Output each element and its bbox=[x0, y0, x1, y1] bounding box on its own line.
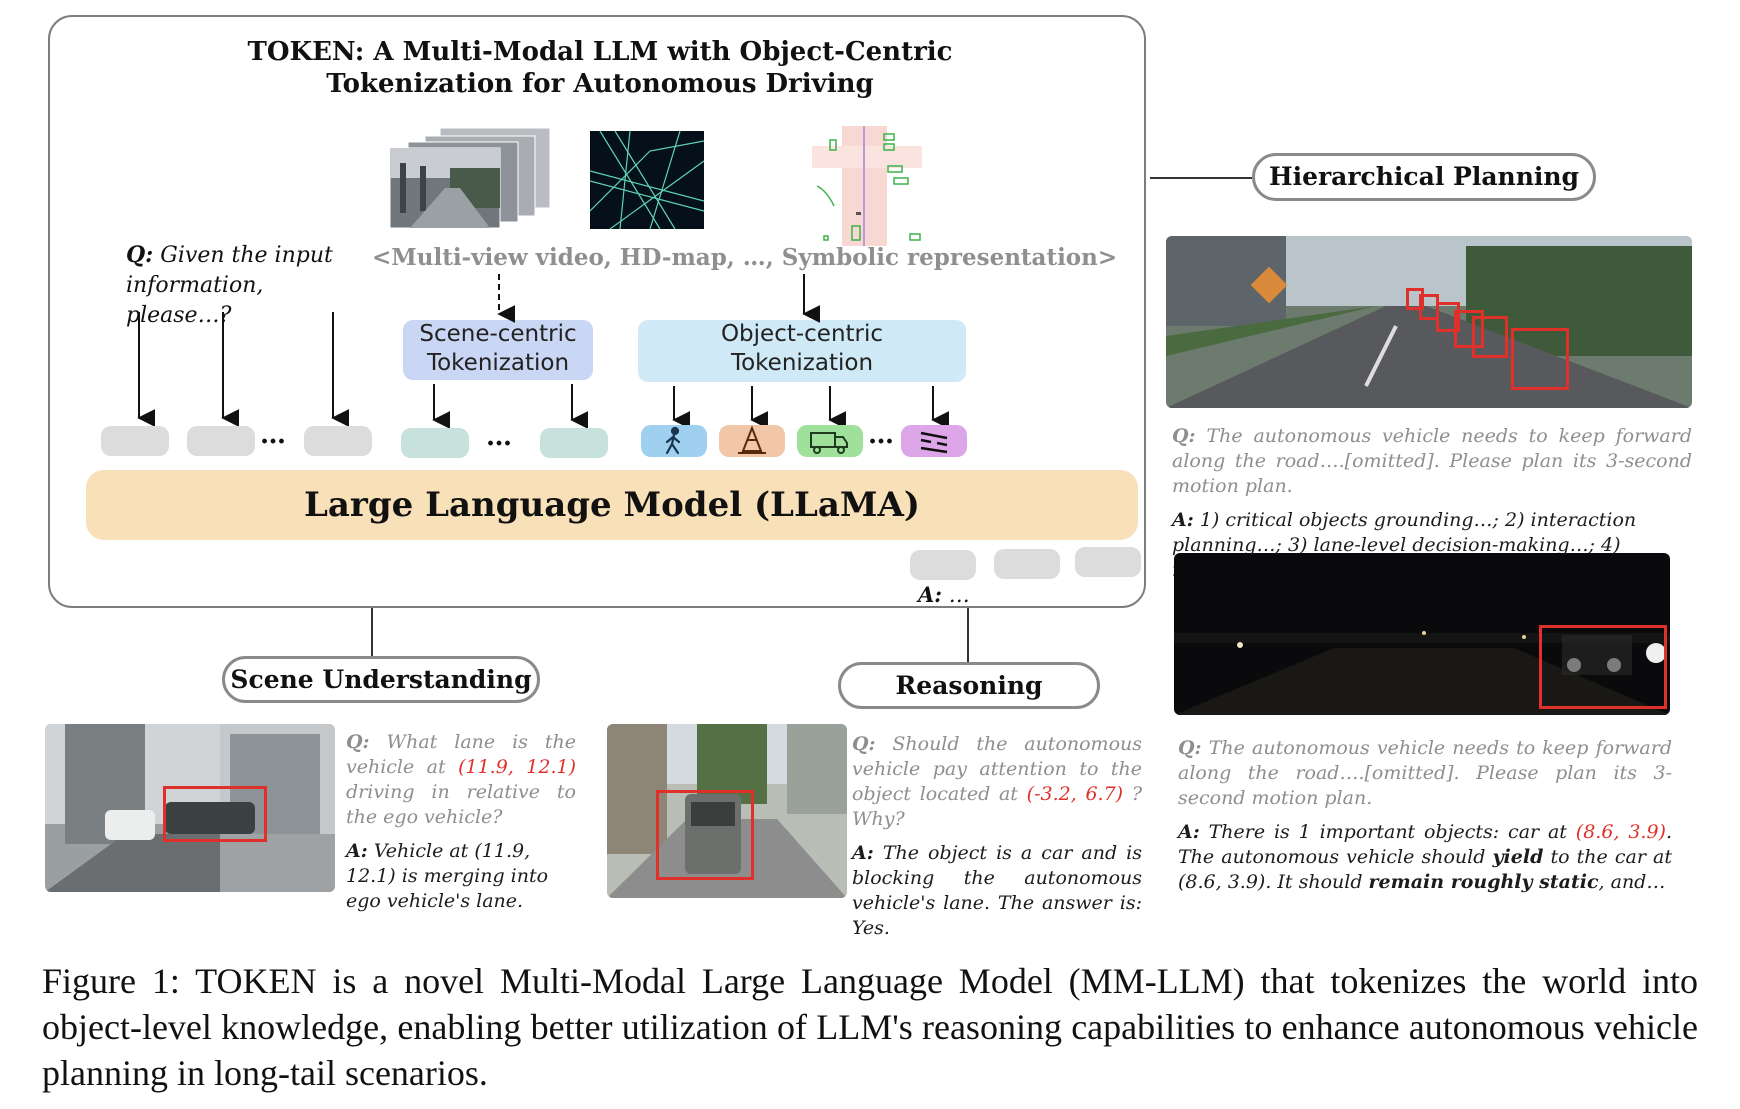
text-token bbox=[304, 426, 372, 456]
truck-token bbox=[797, 425, 863, 457]
planning-photo-night bbox=[1174, 553, 1670, 715]
object-tokenization-line1: Object-centric bbox=[720, 321, 884, 347]
detection-box bbox=[1511, 328, 1569, 390]
detection-box bbox=[656, 790, 754, 880]
token-ellipsis: … bbox=[868, 420, 894, 450]
pedestrian-token bbox=[641, 425, 707, 457]
scene-understanding-photo bbox=[45, 724, 335, 892]
lane-marking-icon bbox=[920, 431, 948, 454]
scene-token bbox=[401, 428, 469, 458]
planning-question-1: Q: The autonomous vehicle needs to keep … bbox=[1172, 425, 1692, 497]
object-tokenization-line2: Tokenization bbox=[730, 350, 874, 376]
reasoning-qa: Q: Should the autonomous vehicle pay att… bbox=[852, 732, 1142, 941]
reasoning-answer: A: The object is a car and is blocking t… bbox=[852, 842, 1142, 939]
lane-token bbox=[901, 425, 967, 457]
output-token bbox=[994, 549, 1060, 579]
reasoning-question: Q: Should the autonomous vehicle pay att… bbox=[852, 733, 1142, 830]
answer-placeholder: A: … bbox=[918, 582, 970, 607]
scene-tokenization-line2: Tokenization bbox=[426, 350, 570, 376]
figure-caption: Figure 1: TOKEN is a novel Multi-Modal L… bbox=[42, 961, 1698, 1093]
cone-token bbox=[719, 425, 785, 457]
hierarchical-planning-label: Hierarchical Planning bbox=[1252, 153, 1596, 201]
symbolic-representation-thumbnail bbox=[812, 126, 922, 246]
scene-tokenization-line1: Scene-centric bbox=[419, 321, 577, 347]
inputs-label: <Multi-view video, HD-map, …, Symbolic r… bbox=[372, 244, 1118, 271]
text-token bbox=[187, 426, 255, 456]
scene-understanding-answer: A: Vehicle at (11.9, 12.1) is merging in… bbox=[346, 840, 549, 912]
text-token bbox=[101, 426, 169, 456]
planning-question-2: Q: The autonomous vehicle needs to keep … bbox=[1178, 737, 1672, 809]
reasoning-photo bbox=[607, 724, 847, 898]
model-frame bbox=[48, 15, 1146, 608]
planning-qa-2: Q: The autonomous vehicle needs to keep … bbox=[1178, 736, 1672, 895]
scene-understanding-question: Q: What lane is the vehicle at (11.9, 12… bbox=[346, 731, 576, 828]
object-centric-tokenization-box: Object-centric Tokenization bbox=[638, 320, 966, 382]
multiview-video-thumbnail bbox=[389, 127, 558, 229]
detection-box bbox=[1406, 288, 1424, 310]
detection-box bbox=[1454, 310, 1484, 348]
detection-box bbox=[1436, 302, 1460, 332]
output-token bbox=[910, 550, 976, 580]
scene-understanding-qa: Q: What lane is the vehicle at (11.9, 12… bbox=[346, 730, 576, 914]
scene-centric-tokenization-box: Scene-centric Tokenization bbox=[403, 320, 593, 380]
diagram-title: TOKEN: A Multi-Modal LLM with Object-Cen… bbox=[247, 37, 953, 99]
planning-photo-day bbox=[1166, 236, 1692, 408]
traffic-cone-icon bbox=[738, 425, 766, 454]
scene-understanding-label: Scene Understanding bbox=[222, 656, 540, 703]
pedestrian-icon bbox=[665, 426, 681, 455]
token-ellipsis: … bbox=[486, 422, 512, 452]
detection-box bbox=[1539, 625, 1667, 709]
scene-token bbox=[540, 428, 608, 458]
llm-bar: Large Language Model (LLaMA) bbox=[86, 470, 1138, 540]
input-question: Q: Given the input information, please…? bbox=[126, 242, 333, 328]
detection-box bbox=[1472, 316, 1508, 358]
token-ellipsis: … bbox=[260, 420, 286, 450]
planning-answer-2: A: There is 1 important objects: car at … bbox=[1178, 821, 1672, 893]
reasoning-label: Reasoning bbox=[838, 662, 1100, 709]
detection-box bbox=[163, 786, 267, 842]
truck-icon bbox=[810, 432, 848, 454]
hd-map-thumbnail bbox=[589, 130, 705, 230]
output-token bbox=[1075, 547, 1141, 577]
